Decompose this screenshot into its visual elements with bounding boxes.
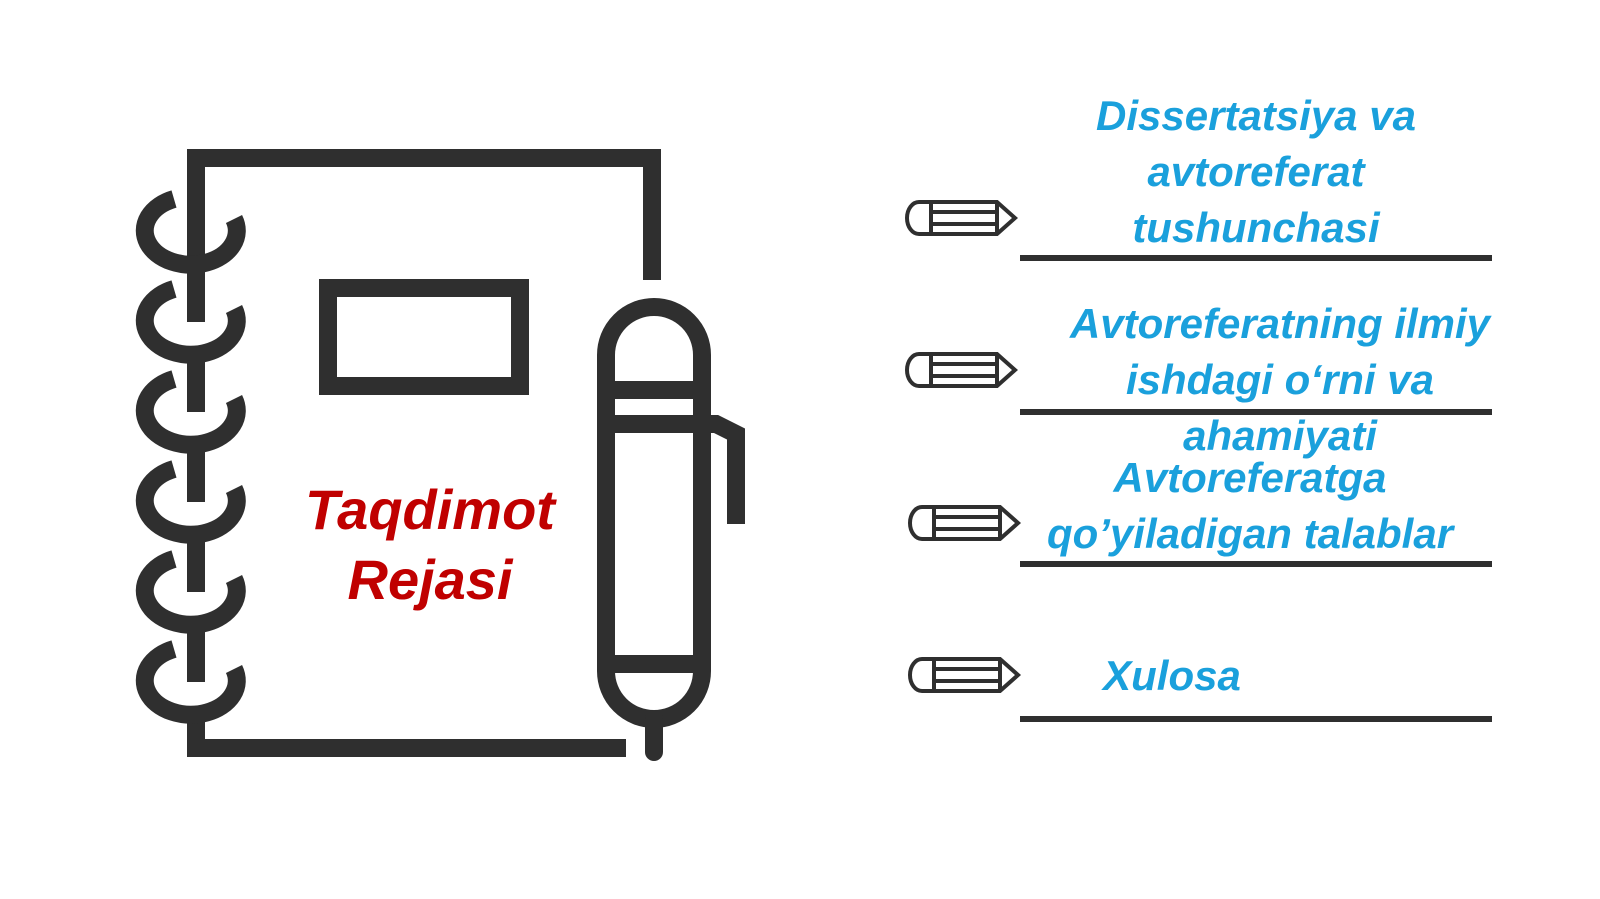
plan-item-2-underline (1020, 409, 1492, 415)
plan-item-2-line1: Avtoreferatning ilmiy (1069, 300, 1491, 347)
plan-item-1-underline (1020, 255, 1492, 261)
pencil-icon (905, 200, 1019, 236)
pencil-icon (908, 657, 1022, 693)
plan-item-3-line1: Avtoreferatga (1113, 454, 1387, 501)
presentation-title-line2: Rejasi (347, 548, 513, 611)
notebook-cover-bottom (187, 718, 626, 757)
plan-item-2-line3: ahamiyati (1183, 412, 1377, 459)
plan-item-1-line1: Dissertatsiya va (1096, 92, 1416, 139)
notebook-label-box (319, 279, 529, 395)
plan-item-3-underline (1020, 561, 1492, 567)
pen-clip (702, 415, 745, 524)
plan-item-3-line2: qo’yiladigan talablar (1046, 510, 1454, 557)
spiral-ring (135, 540, 246, 634)
pencil-icon (908, 505, 1022, 541)
spiral-ring (135, 630, 246, 724)
plan-item-2-line2: ishdagi o‘rni va (1125, 356, 1435, 403)
spiral-rings (135, 190, 246, 724)
notebook-cover-top (187, 149, 661, 280)
plan-item-1-line3: tushunchasi (1132, 204, 1380, 251)
plan-item-1-line2: avtoreferat (1147, 148, 1365, 195)
plan-item-4-line1: Xulosa (1103, 652, 1241, 699)
plan-item-4-underline (1020, 716, 1492, 722)
pen-icon (597, 298, 745, 761)
notebook-pen-icon (135, 149, 745, 761)
spiral-ring (135, 360, 246, 454)
presentation-title-line1: Taqdimot (305, 478, 555, 541)
spiral-ring (135, 270, 246, 364)
pencil-icon (905, 352, 1019, 388)
spiral-ring (135, 450, 246, 544)
spiral-ring (135, 190, 246, 274)
